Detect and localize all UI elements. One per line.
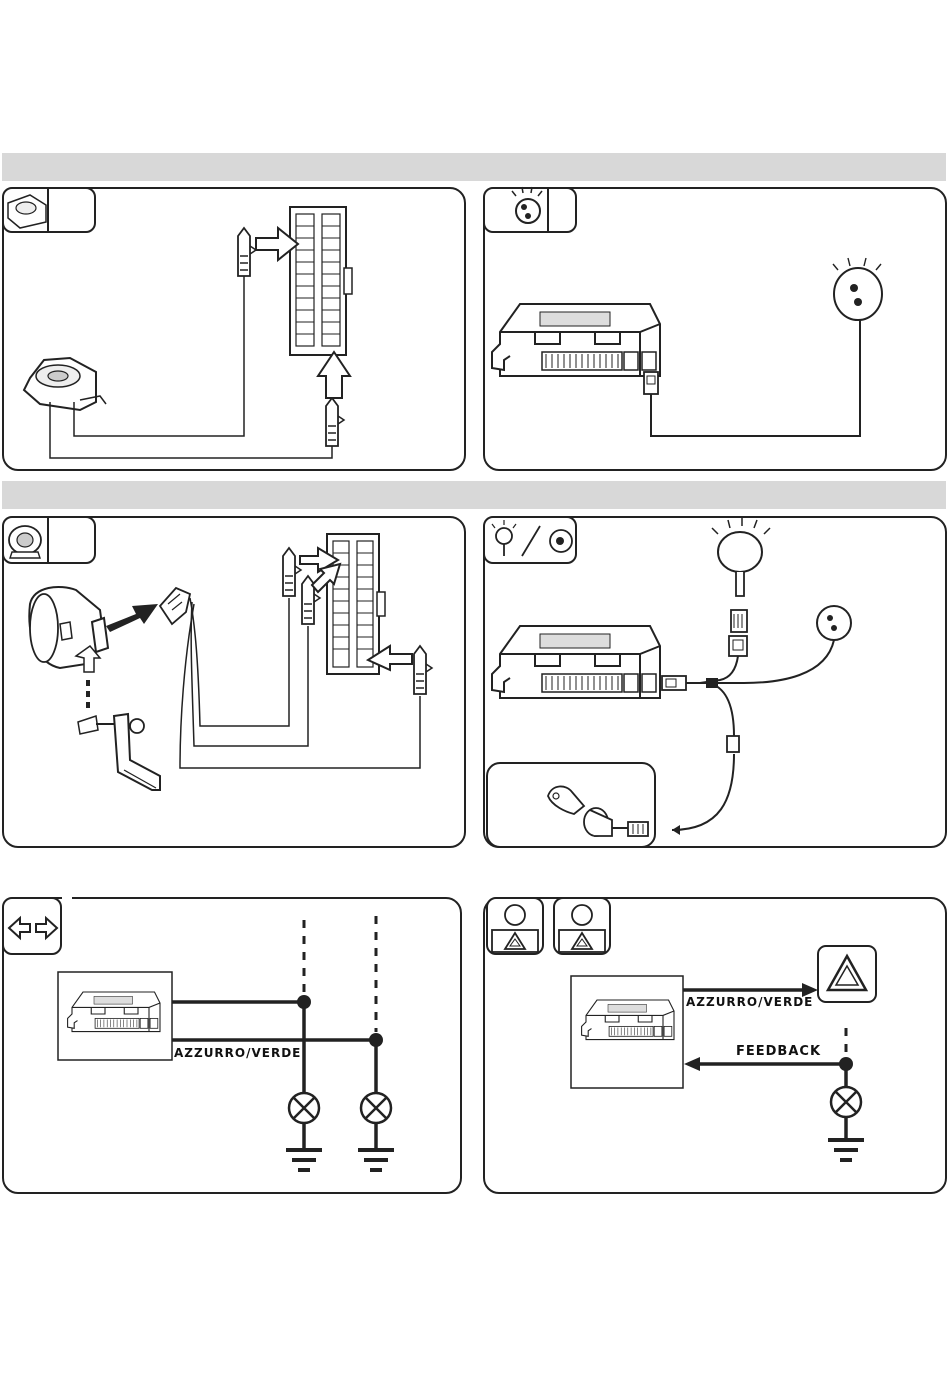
- direction-indicators-icon: [9, 918, 57, 938]
- rj-plug-led: [644, 372, 658, 394]
- connector-block-siren: [290, 207, 352, 355]
- led-or-key-icon: [492, 520, 572, 556]
- led-key-wires: [672, 640, 834, 830]
- siren-plug: [160, 588, 190, 624]
- rj-plug-main: [662, 676, 686, 690]
- connector-block-backup-siren: [327, 534, 385, 674]
- led-icon: [512, 187, 548, 233]
- backup-siren-icon: [9, 518, 48, 564]
- key-reader-device: [548, 786, 648, 836]
- indicators-wire-label: AZZURRO/VERDE: [174, 1046, 301, 1060]
- backup-siren-device: [29, 587, 158, 672]
- hazard-switch-device: [818, 946, 876, 1002]
- indicator-circuit: [172, 916, 376, 1148]
- hazard-circuit: [683, 990, 846, 1138]
- mounting-bracket: [78, 680, 160, 790]
- backup-siren-wires: [180, 598, 420, 768]
- hazard-feedback-label: FEEDBACK: [736, 1044, 821, 1059]
- insert-arrow-up: [318, 352, 350, 398]
- siren-device: [24, 358, 106, 410]
- led-round-device: [817, 606, 851, 640]
- led-device: [833, 258, 882, 320]
- siren-icon: [8, 189, 48, 233]
- hazard-switch-icon: [492, 905, 605, 952]
- led-wire: [651, 320, 860, 436]
- led-lamp-device: [712, 518, 770, 656]
- hazard-wire-label: AZZURRO/VERDE: [686, 995, 813, 1009]
